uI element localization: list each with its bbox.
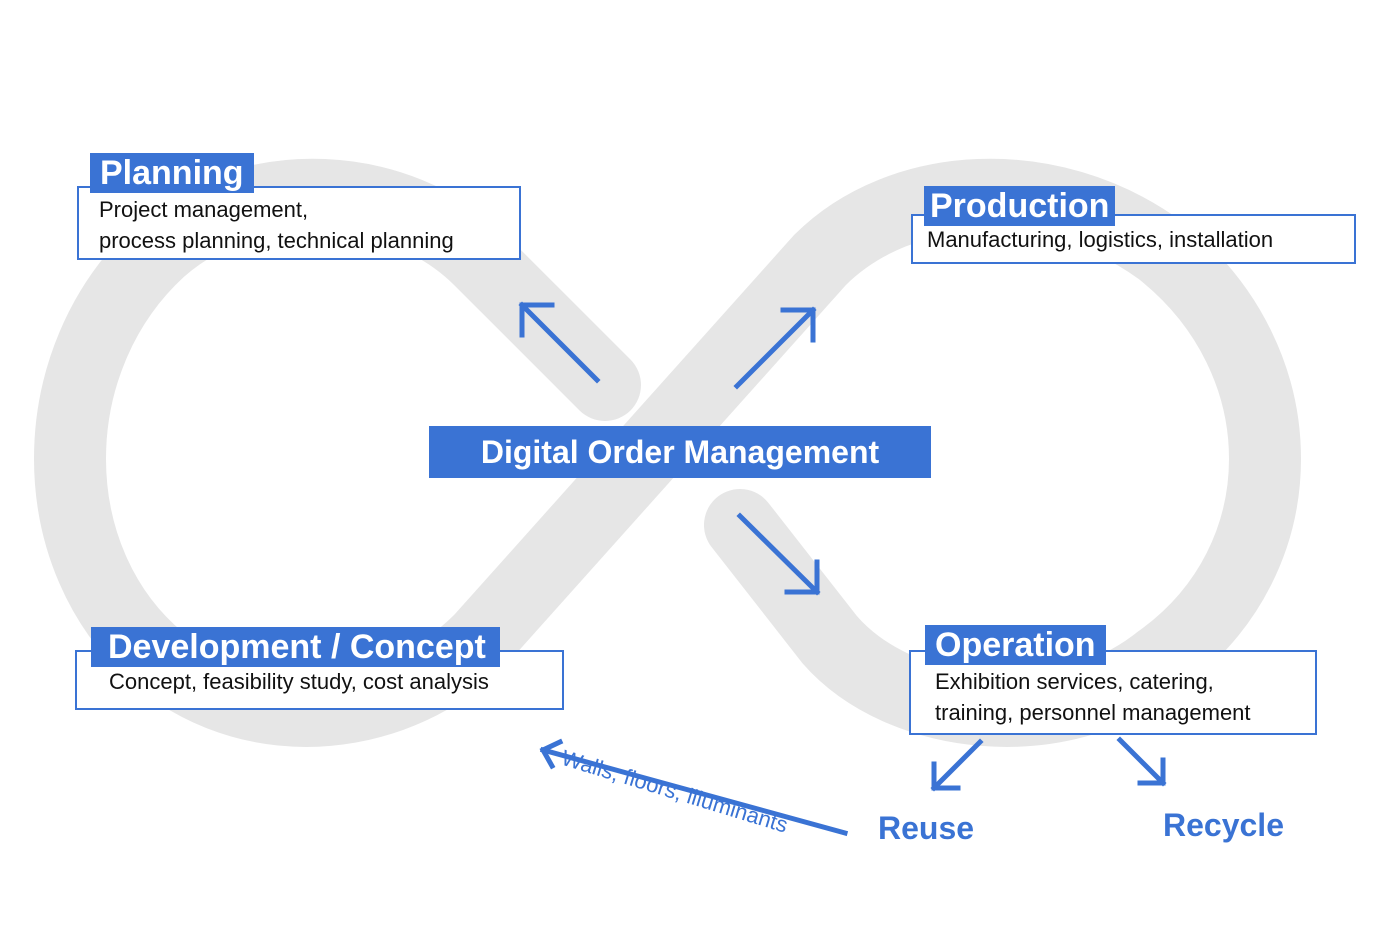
reuse-label: Reuse — [878, 810, 975, 846]
planning-line-2: process planning, technical planning — [99, 228, 454, 253]
operation-line-2: training, personnel management — [935, 700, 1251, 725]
operation-box: Exhibition services, catering, training,… — [909, 650, 1317, 735]
planning-box: Project management, process planning, te… — [77, 186, 521, 260]
arrow-to-planning — [518, 301, 601, 384]
planning-line-1: Project management, — [99, 197, 309, 222]
operation-title: Operation — [925, 625, 1106, 665]
arrow-to-reuse — [930, 738, 984, 792]
development-line-1: Concept, feasibility study, cost analysi… — [109, 669, 489, 694]
arrow-to-operation — [736, 512, 821, 596]
operation-line-1: Exhibition services, catering, — [935, 669, 1214, 694]
center-title: Digital Order Management — [429, 426, 931, 478]
development-title: Development / Concept — [91, 627, 500, 667]
planning-title: Planning — [90, 153, 254, 193]
arrow-to-recycle — [1116, 736, 1167, 787]
recycle-label: Recycle — [1163, 807, 1284, 843]
arrow-to-development — [539, 738, 849, 837]
production-title: Production — [924, 186, 1116, 226]
production-line-1: Manufacturing, logistics, installation — [927, 227, 1274, 252]
arrow-to-production — [733, 306, 817, 390]
